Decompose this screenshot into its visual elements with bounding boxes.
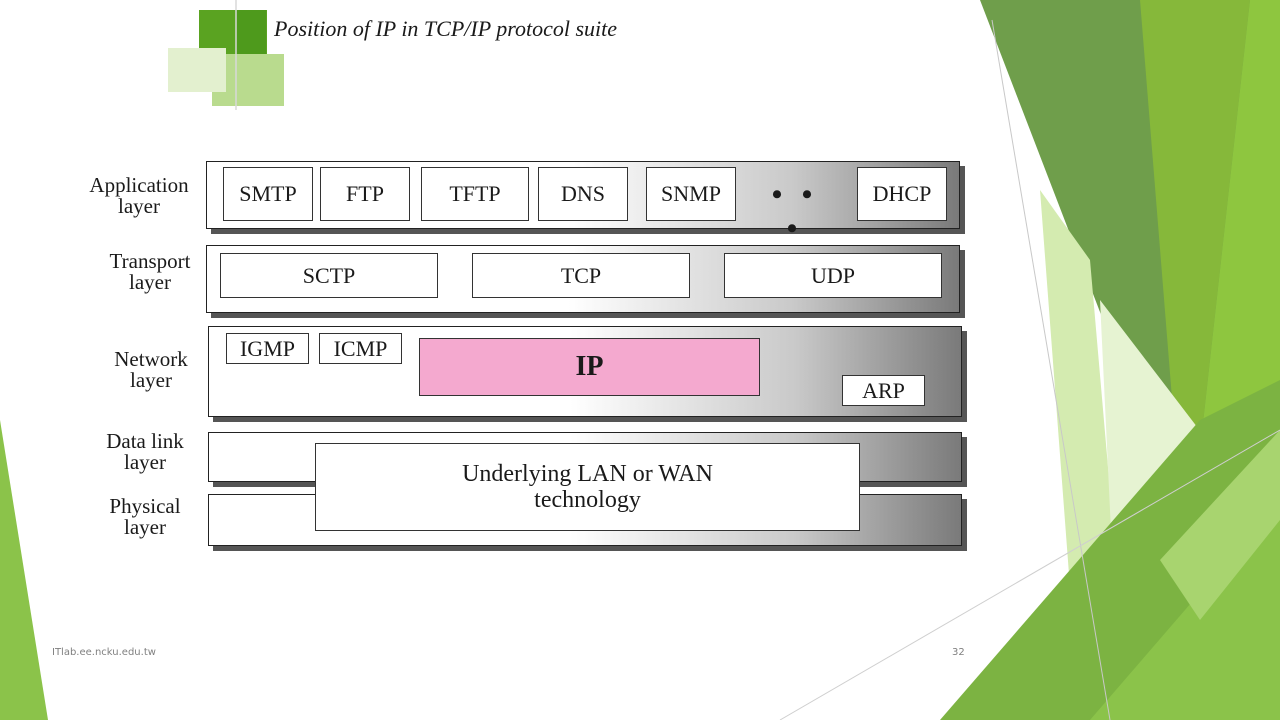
layer-label-data-link: Data link layer (80, 431, 210, 473)
proto-ip: IP (419, 338, 760, 396)
proto-tcp: TCP (472, 253, 690, 298)
proto-ftp: FTP (320, 167, 410, 221)
layer-label-line: layer (129, 270, 171, 294)
layer-label-network: Network layer (86, 349, 216, 391)
layer-label-line: Transport (109, 249, 191, 273)
layer-label-line: layer (130, 368, 172, 392)
proto-smtp: SMTP (223, 167, 313, 221)
deco-square-mid (236, 10, 266, 54)
slide-title: Position of IP in TCP/IP protocol suite (274, 16, 618, 41)
underlying-line: Underlying LAN or WAN (462, 461, 713, 487)
proto-igmp: IGMP (226, 333, 309, 364)
deco-thin-line-2 (779, 429, 1280, 720)
proto-arp: ARP (842, 375, 925, 406)
layer-label-line: Application (89, 173, 189, 197)
deco-shard-8 (1160, 430, 1280, 620)
proto-dhcp: DHCP (857, 167, 947, 221)
layer-label-line: Network (114, 347, 188, 371)
layer-label-line: layer (118, 194, 160, 218)
layer-label-transport: Transport layer (85, 251, 215, 293)
proto-icmp: ICMP (319, 333, 402, 364)
deco-shard-2 (1140, 0, 1250, 560)
proto-sctp: SCTP (220, 253, 438, 298)
layer-label-line: layer (124, 515, 166, 539)
underlying-technology-box: Underlying LAN or WAN technology (315, 443, 860, 531)
layer-label-line: Data link (106, 429, 184, 453)
underlying-line: technology (534, 487, 641, 513)
proto-tftp: TFTP (421, 167, 529, 221)
layer-label-application: Application layer (74, 175, 204, 217)
deco-shard-left (0, 420, 48, 720)
layer-label-line: layer (124, 450, 166, 474)
proto-dns: DNS (538, 167, 628, 221)
proto-udp: UDP (724, 253, 942, 298)
layer-label-physical: Physical layer (80, 496, 210, 538)
footer-site: ITlab.ee.ncku.edu.tw (52, 647, 156, 658)
ellipsis: • • • (771, 178, 819, 245)
deco-square-pale (168, 48, 226, 92)
deco-thin-line-1 (991, 19, 1111, 720)
page-number: 32 (952, 647, 965, 658)
layer-label-line: Physical (109, 494, 181, 518)
proto-snmp: SNMP (646, 167, 736, 221)
